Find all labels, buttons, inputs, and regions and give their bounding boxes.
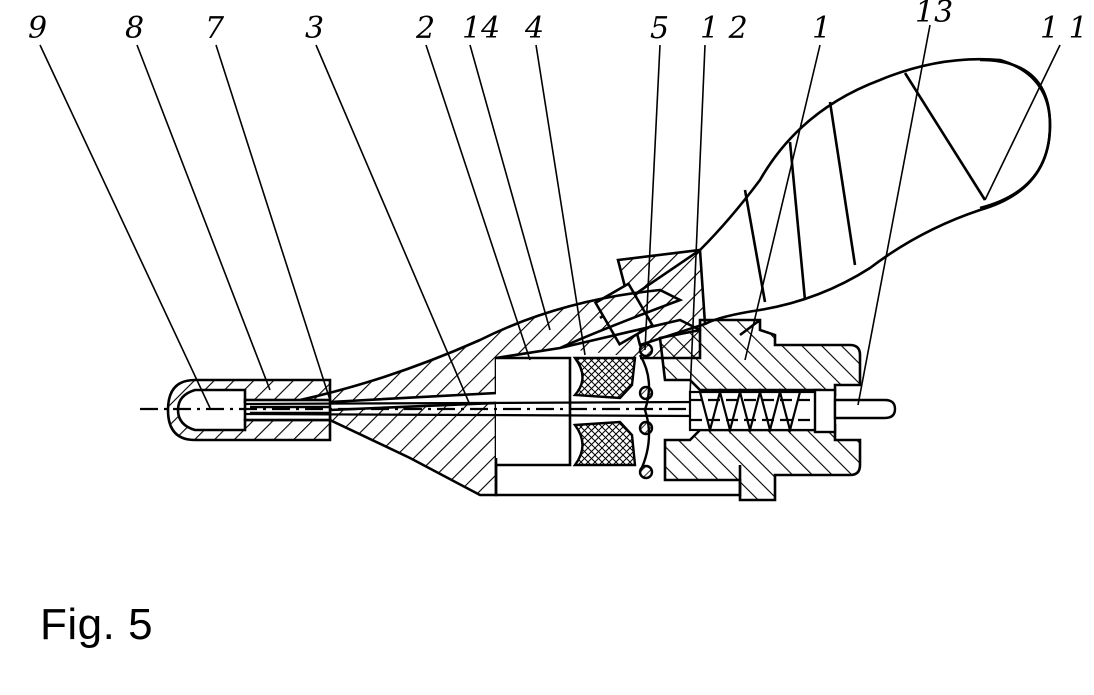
label-5: 5 xyxy=(650,11,669,46)
label-11: 1 1 xyxy=(1040,11,1088,46)
rear-housing-part-1 xyxy=(658,318,862,502)
label-2: 2 xyxy=(415,11,435,46)
label-3: 3 xyxy=(305,11,324,46)
reference-numerals: 9 8 7 3 2 14 4 5 1 2 1 13 1 1 xyxy=(28,0,1088,46)
label-13: 13 xyxy=(915,0,953,30)
label-8: 8 xyxy=(125,11,144,46)
label-9: 9 xyxy=(28,11,47,46)
membrane-part-5 xyxy=(638,342,654,480)
figure-caption: Fig. 5 xyxy=(40,600,154,649)
label-12: 1 2 xyxy=(700,11,748,46)
leader-lines xyxy=(39,24,1061,409)
label-1: 1 xyxy=(812,11,831,46)
spring-part-12 xyxy=(688,387,822,435)
label-7: 7 xyxy=(205,11,225,46)
seal-part-4 xyxy=(572,356,637,467)
plunger-part-13 xyxy=(813,388,897,434)
label-4: 4 xyxy=(524,11,544,46)
label-14: 14 xyxy=(462,11,500,46)
